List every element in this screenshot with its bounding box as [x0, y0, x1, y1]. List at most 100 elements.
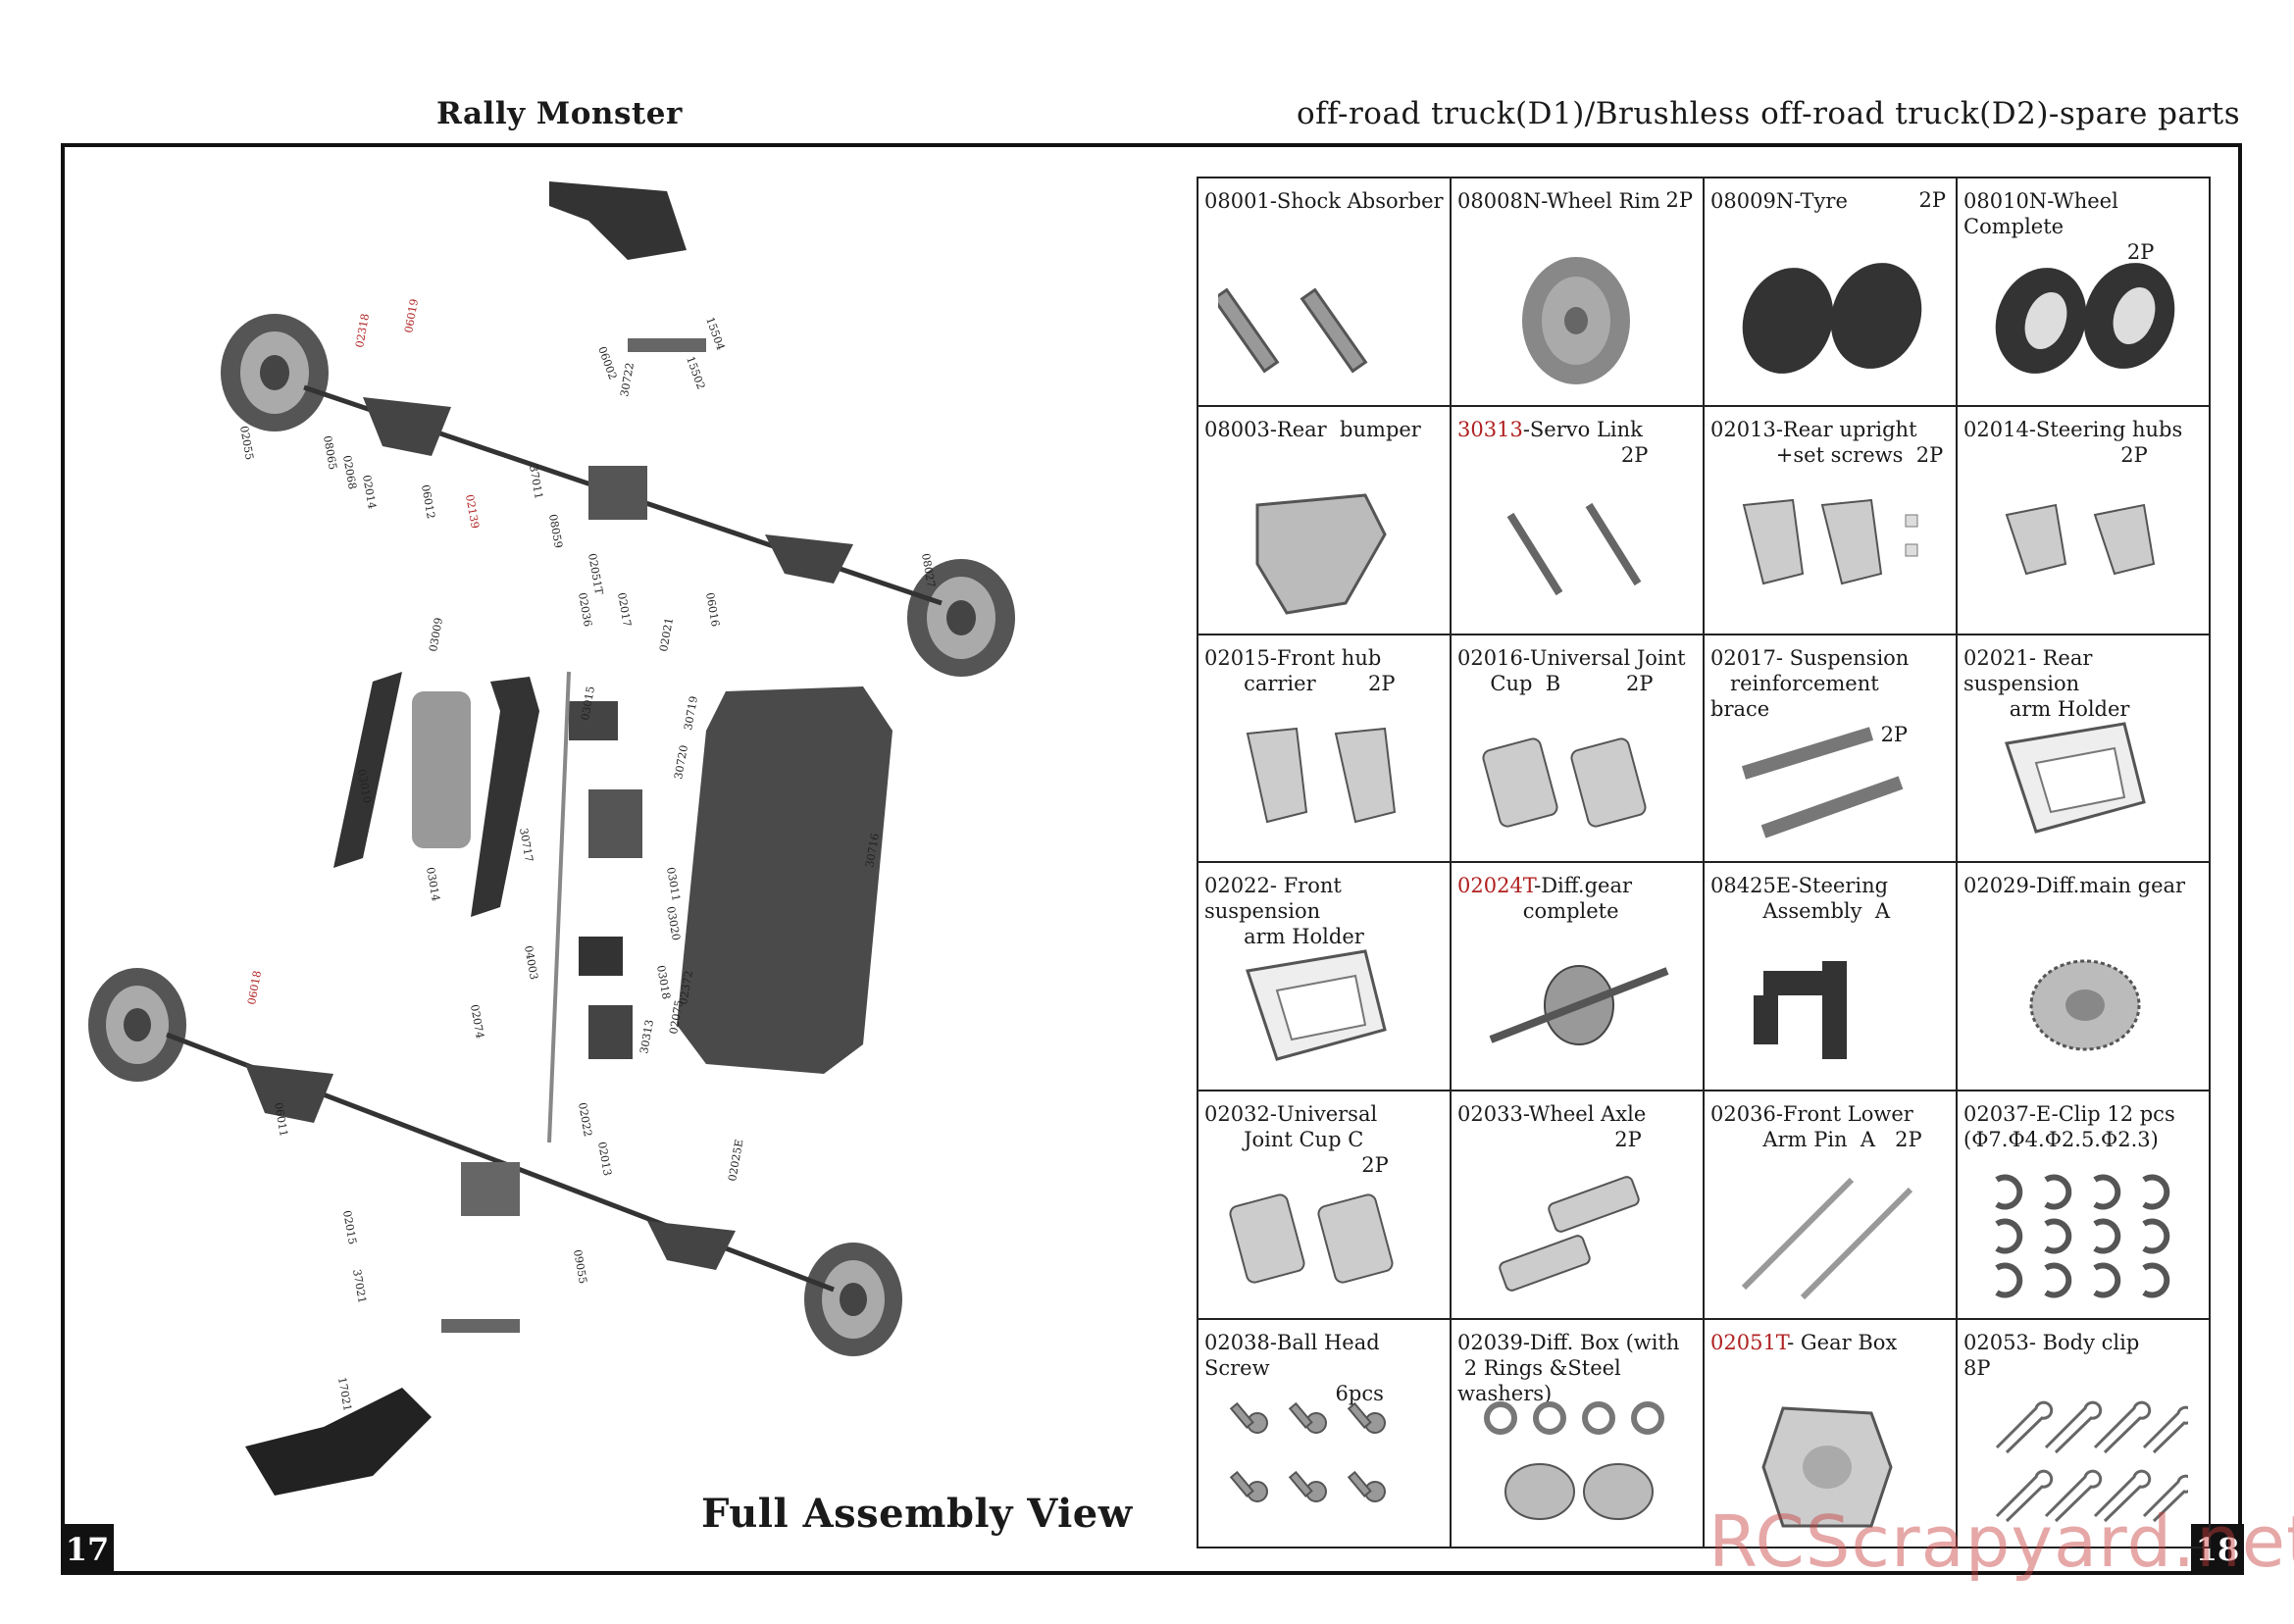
exploded-assembly-diagram: 15504 15502 06002 06019 02318 02055 0806… — [88, 181, 1015, 1496]
part-code: 30313 — [1457, 417, 1523, 441]
part-label: 02014-Steering hubs 2P — [1963, 417, 2203, 468]
part-code: 02021 — [1963, 645, 2029, 670]
part-label: 02016-Universal Joint Cup B 2P — [1457, 645, 1697, 696]
part-cell: 30313-Servo Link 2P — [1452, 406, 1705, 635]
part-code: 02015 — [1204, 645, 1270, 670]
callout: 30716 — [863, 833, 882, 869]
arm-holder-icon — [2005, 721, 2146, 834]
part-code: 08010N — [1963, 189, 2048, 213]
callout: 02139 — [463, 493, 482, 530]
part-label: 02036-Front Lower Arm Pin A 2P — [1710, 1101, 1950, 1152]
callout: 04003 — [522, 944, 540, 981]
callout: 03015 — [579, 685, 597, 722]
callout: 02372 — [677, 970, 695, 1006]
callout: 08065 — [321, 434, 339, 471]
part-cell: 02033-Wheel Axle 2P — [1452, 1091, 1705, 1321]
callout: 02013 — [595, 1141, 614, 1177]
part-name: -Front hub carrier 2P — [1244, 645, 1396, 695]
part-cell: 02016-Universal Joint Cup B 2P — [1452, 634, 1705, 864]
part-quantity: 2P — [1918, 188, 1947, 212]
e-clip-icon — [1995, 1174, 2170, 1298]
chassis-plate — [677, 686, 892, 1074]
front-hub-carrier-icon — [1246, 727, 1397, 823]
callout: 08027 — [919, 552, 938, 588]
part-cell: 02024T-Diff.gear complete — [1452, 863, 1705, 1092]
part-name: -Diff. Box (with 2 Rings &Steel washers) — [1457, 1331, 1680, 1406]
part-code: 02032 — [1204, 1102, 1270, 1127]
part-cell: 02014-Steering hubs 2P — [1958, 406, 2211, 635]
part-name: -Rear upright +set screws 2P — [1775, 417, 1944, 467]
callout: 02022 — [576, 1101, 594, 1138]
callout: 30722 — [618, 362, 637, 398]
part-name: -Universal Joint Cup C 2P — [1244, 1102, 1389, 1178]
part-code: 02013 — [1710, 417, 1776, 441]
callout: 02021 — [657, 617, 676, 653]
part-cell: 02039-Diff. Box (with 2 Rings &Steel was… — [1452, 1320, 1705, 1548]
motor-shape — [588, 789, 642, 858]
part-name: - Gear Box — [1787, 1331, 1898, 1355]
part-cell: 02013-Rear upright +set screws 2P — [1705, 406, 1958, 635]
rear-bumper-icon — [1255, 493, 1387, 615]
part-cell: 02053- Body clip 8P — [1958, 1320, 2211, 1548]
wheel-axle-icon — [1499, 1176, 1640, 1293]
part-name: -Diff.main gear — [2028, 874, 2186, 898]
callout: 02015 — [340, 1209, 359, 1245]
callout: 30717 — [517, 827, 535, 863]
part-name: -Tyre — [1794, 189, 1848, 213]
center-drive-shaft — [547, 671, 571, 1143]
callout: 37021 — [350, 1268, 369, 1304]
callout: 06016 — [703, 591, 722, 628]
servo-shape — [588, 1005, 633, 1059]
part-name: -Diff.gear complete — [1522, 874, 1633, 924]
gear-box-icon — [1761, 1406, 1893, 1528]
part-name: - Front suspension arm Holder — [1204, 874, 1364, 949]
part-name: -Shock Absorber — [1269, 189, 1444, 213]
wheel-rear-right — [804, 1243, 902, 1356]
rear-shock — [441, 1319, 520, 1333]
part-code: 02033 — [1457, 1102, 1523, 1127]
callout: 02036 — [576, 591, 594, 628]
joint-cup-icon — [1229, 1193, 1394, 1284]
callout: 06012 — [419, 483, 437, 520]
part-label: 02015-Front hub carrier 2P — [1204, 645, 1444, 696]
watermark-text: RCScrapyard.net — [1708, 1500, 2294, 1583]
esc-shape — [579, 937, 623, 976]
part-cell: 02021- Rear suspension arm Holder — [1958, 634, 2211, 864]
part-name: -E-Clip 12 pcs (Φ7.Φ4.Φ2.5.Φ2.3) — [1963, 1102, 2175, 1152]
part-cell: 02017- Suspension reinforcement brace 2P — [1705, 634, 1958, 864]
wheel-rear-left — [88, 968, 186, 1082]
part-label: 02032-Universal Joint Cup C 2P — [1204, 1101, 1444, 1178]
a-arm-front-right — [765, 534, 853, 584]
part-label: 02022- Front suspension arm Holder — [1204, 873, 1444, 949]
callout: 37011 — [527, 464, 545, 500]
part-cell: 02051T- Gear Box — [1705, 1320, 1958, 1548]
a-arm-rear-left — [245, 1064, 333, 1123]
callout: 06011 — [272, 1101, 290, 1138]
tyre-icon — [1742, 263, 1922, 374]
diff-gear-icon — [1489, 965, 1669, 1046]
callout: 03011 — [664, 866, 683, 902]
part-cell: 02037-E-Clip 12 pcs (Φ7.Φ4.Φ2.5.Φ2.3) — [1958, 1091, 2211, 1321]
part-name: -Servo Link 2P — [1522, 417, 1649, 467]
battery-strap — [471, 677, 539, 917]
main-gear-icon — [2029, 959, 2141, 1051]
part-label: 02039-Diff. Box (with 2 Rings &Steel was… — [1457, 1330, 1697, 1406]
part-label: 02033-Wheel Axle 2P — [1457, 1101, 1697, 1152]
part-label: 08003-Rear bumper — [1204, 417, 1444, 442]
arm-pin-icon — [1741, 1178, 1913, 1300]
ball-screw-icon — [1229, 1401, 1386, 1503]
callout: 06002 — [595, 345, 619, 381]
part-name: -Front Lower Arm Pin A 2P — [1762, 1102, 1922, 1152]
part-name: -Steering Assembly A — [1762, 874, 1891, 924]
part-label: 08010N-Wheel Complete 2P — [1963, 188, 2203, 265]
part-label: 08009N-Tyre — [1710, 188, 1950, 214]
rear-upright-icon — [1742, 498, 1918, 585]
part-label: 02029-Diff.main gear — [1963, 873, 2203, 898]
part-cell: 02038-Ball Head Screw 6pcs — [1198, 1320, 1452, 1548]
front-shock — [628, 338, 706, 352]
callout: 06018 — [245, 970, 264, 1006]
part-code: 08009N — [1710, 189, 1795, 213]
callout: 02051T — [586, 552, 605, 596]
